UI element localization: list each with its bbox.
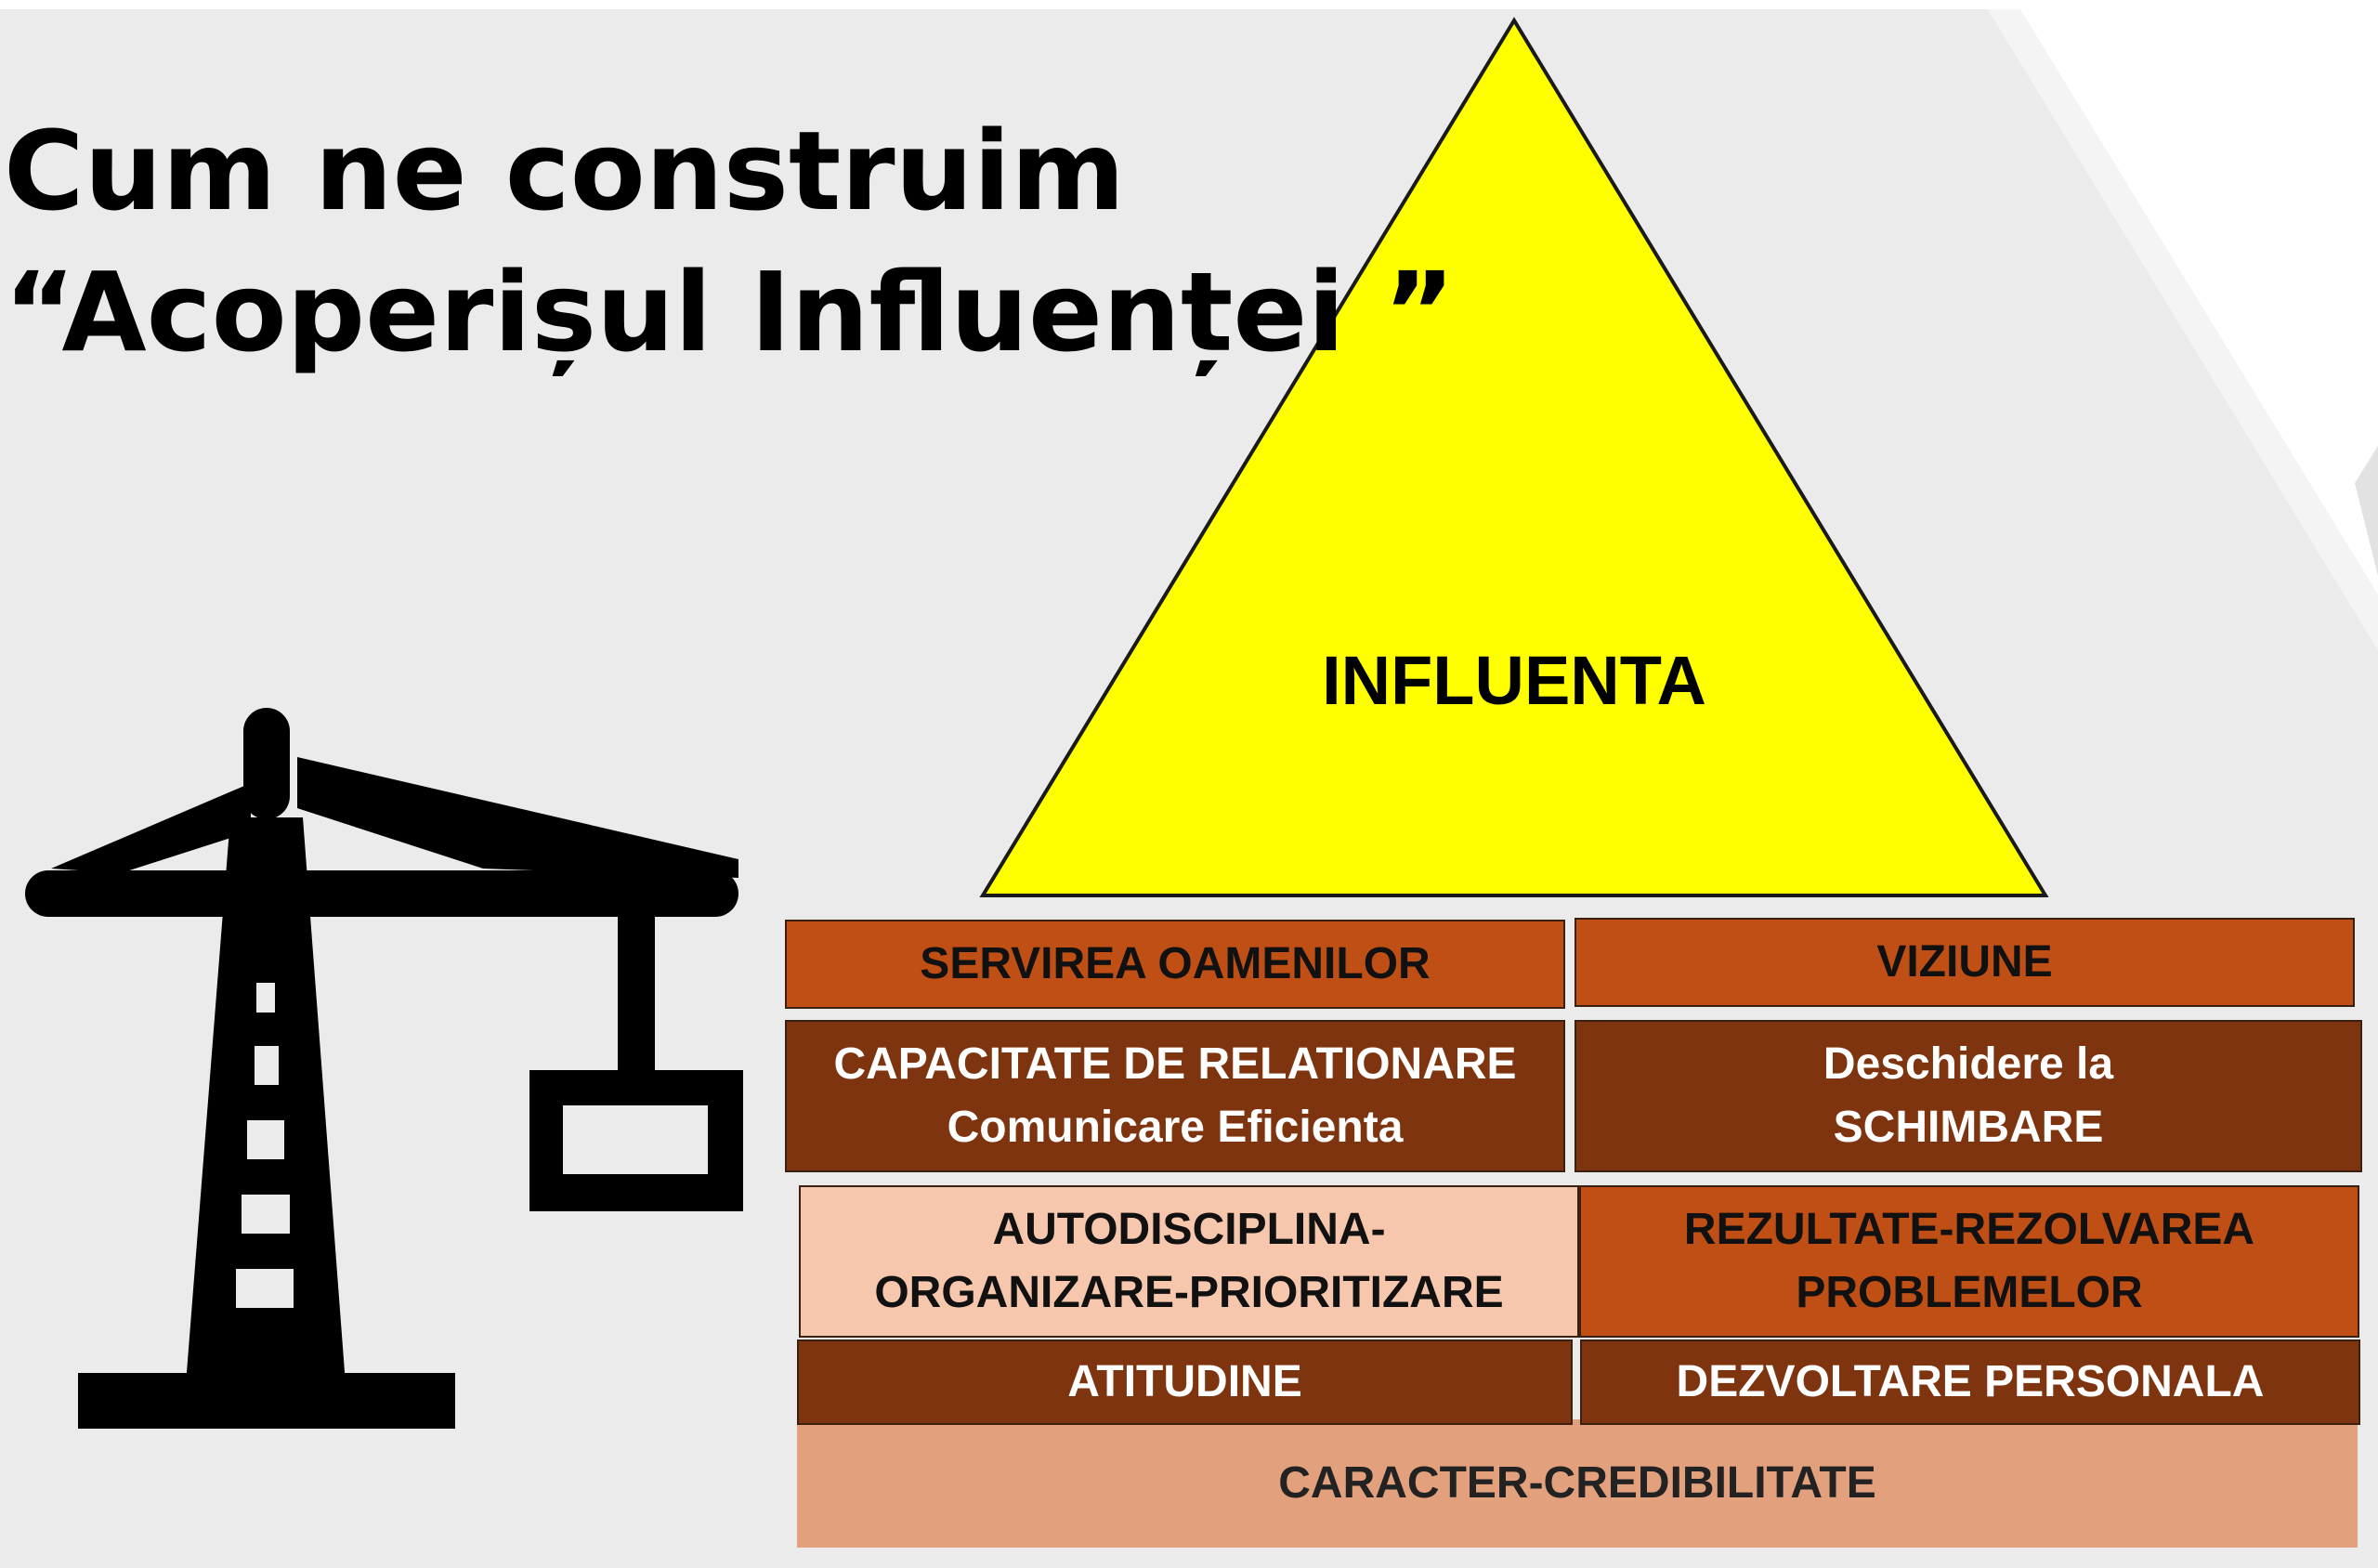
- block-capacitate-line-1: CAPACITATE DE RELATIONARE: [833, 1039, 1517, 1089]
- block-caracter-credibilitate-text: CARACTER-CREDIBILITATE: [1278, 1458, 1876, 1508]
- block-dezvoltare-personala: DEZVOLTARE PERSONALA: [1580, 1339, 2360, 1425]
- block-capacitate-line-2: Comunicare Eficienta: [947, 1103, 1404, 1152]
- block-deschidere-line-1: Deschidere la: [1823, 1039, 2114, 1089]
- block-autodisciplina-line-1: AUTODISCIPLINA-: [992, 1205, 1386, 1254]
- block-dezvoltare-text: DEZVOLTARE PERSONALA: [1676, 1357, 2265, 1406]
- background-chevron-notch: [2355, 446, 2378, 576]
- page-title: Cum ne construim “Acoperișul Influenței …: [4, 100, 1456, 383]
- influence-triangle: [979, 17, 2049, 897]
- block-caracter-credibilitate: CARACTER-CREDIBILITATE: [797, 1419, 2358, 1548]
- block-capacitate-relationare: CAPACITATE DE RELATIONARE Comunicare Efi…: [785, 1020, 1565, 1172]
- block-rezultate-line-2: PROBLEMELOR: [1796, 1268, 2143, 1317]
- influence-label: INFLUENTA: [1322, 642, 1706, 719]
- block-viziune: VIZIUNE: [1574, 918, 2355, 1007]
- block-atitudine-text: ATITUDINE: [1067, 1357, 1302, 1406]
- title-line-1: Cum ne construim: [4, 107, 1126, 235]
- block-servirea-oamenilor-text: SERVIREA OAMENILOR: [920, 939, 1431, 988]
- background-chevron: [1988, 9, 2378, 650]
- title-line-2: “Acoperișul Influenței ”: [4, 248, 1456, 376]
- block-autodisciplina: AUTODISCIPLINA- ORGANIZARE-PRIORITIZARE: [799, 1185, 1579, 1338]
- block-deschidere-line-2: SCHIMBARE: [1833, 1103, 2104, 1152]
- block-autodisciplina-line-2: ORGANIZARE-PRIORITIZARE: [874, 1268, 1504, 1317]
- block-deschidere-schimbare: Deschidere la SCHIMBARE: [1574, 1020, 2362, 1172]
- block-rezultate: REZULTATE-REZOLVAREA PROBLEMELOR: [1579, 1185, 2359, 1338]
- crane-icon: [25, 708, 743, 1429]
- block-viziune-text: VIZIUNE: [1876, 937, 2053, 987]
- block-servirea-oamenilor: SERVIREA OAMENILOR: [785, 920, 1565, 1009]
- block-atitudine: ATITUDINE: [797, 1339, 1573, 1425]
- block-rezultate-line-1: REZULTATE-REZOLVAREA: [1683, 1205, 2255, 1254]
